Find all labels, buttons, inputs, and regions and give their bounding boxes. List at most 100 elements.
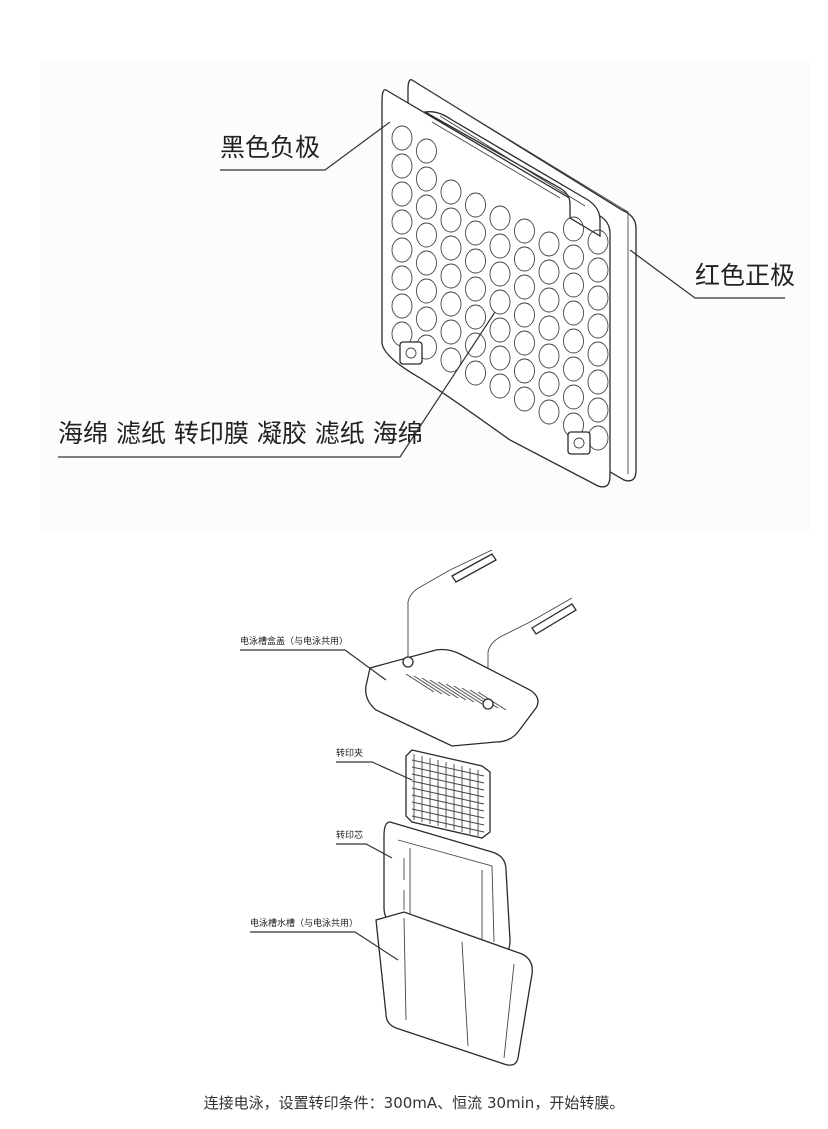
hole [489, 261, 511, 287]
negative-plate [381, 89, 611, 488]
hole [514, 218, 535, 244]
lead-left [407, 549, 493, 660]
clamp-grid-line [411, 794, 485, 812]
hole [587, 229, 609, 255]
vent-slot [437, 681, 467, 701]
clamp-grid-line [411, 766, 485, 784]
hole [514, 274, 535, 300]
hole [391, 209, 413, 235]
hole [391, 153, 413, 179]
hole [538, 399, 560, 425]
label-tank-lid: 电泳槽盒盖（与电泳共用） [240, 635, 348, 647]
hole [440, 347, 462, 373]
hole [514, 246, 535, 272]
hole [538, 287, 560, 313]
hole [538, 259, 560, 285]
plug-right [531, 603, 577, 635]
cassette-svg: 黑色负极 红色正极 海绵 滤纸 转印膜 凝胶 滤纸 海绵 [58, 79, 795, 488]
lid-vent-slots [405, 673, 507, 711]
tank-lid [365, 648, 539, 747]
hole [465, 360, 486, 386]
hole [489, 205, 511, 231]
vent-slot [413, 675, 443, 695]
transfer-clamp [405, 749, 491, 839]
clamp-grid-line [411, 787, 485, 805]
hole [391, 125, 413, 151]
lead-right [487, 597, 573, 700]
hole [563, 356, 584, 382]
hole [538, 343, 560, 369]
clamp-grid-line [411, 759, 485, 777]
ventilation-holes [391, 125, 609, 451]
hole [587, 285, 609, 311]
latch-bottom-left [399, 341, 423, 365]
clamp-grid [411, 754, 485, 836]
hole [391, 265, 413, 291]
caption: 连接电泳，设置转印条件：300mA、恒流 30min，开始转膜。 [203, 1094, 625, 1112]
vent-slot [445, 683, 475, 703]
vent-slot [405, 673, 435, 693]
hole [465, 220, 486, 246]
hole [465, 248, 486, 274]
hole [587, 313, 609, 339]
hole [587, 397, 609, 423]
hole [489, 233, 511, 259]
hole [514, 302, 535, 328]
hole [391, 293, 413, 319]
vent-slot [421, 677, 451, 697]
hole [440, 263, 462, 289]
hole [489, 289, 511, 315]
hole [416, 166, 437, 192]
leader-stack [58, 311, 496, 458]
lid-terminal-right [482, 698, 494, 710]
label-transfer-core: 转印芯 [336, 829, 363, 841]
buffer-tank [375, 911, 533, 1066]
hole [563, 384, 584, 410]
hole [440, 291, 462, 317]
clamp-grid-line [411, 815, 485, 833]
hole [563, 300, 584, 326]
hole [440, 207, 462, 233]
hole [416, 194, 437, 220]
leader-positive [629, 249, 785, 299]
label-buffer-tank: 电泳槽水槽（与电泳共用） [250, 917, 358, 929]
hole [563, 328, 584, 354]
vent-slot [453, 685, 483, 705]
hole [416, 306, 437, 332]
hole [538, 231, 560, 257]
latch-bottom-right [567, 431, 591, 455]
hole [587, 341, 609, 367]
hole [514, 386, 535, 412]
hole [563, 216, 584, 242]
clamp-grid-line [411, 801, 485, 819]
leader-core [336, 843, 393, 859]
hole [538, 315, 560, 341]
hole [489, 345, 511, 371]
hole [587, 369, 609, 395]
hole [587, 257, 609, 283]
hole [514, 330, 535, 356]
exploded-assembly-diagram: 电泳槽盒盖（与电泳共用） 转印夹 转印芯 电泳槽水槽（与电泳共用） [200, 540, 620, 1070]
assembly-svg: 电泳槽盒盖（与电泳共用） 转印夹 转印芯 电泳槽水槽（与电泳共用） [240, 549, 577, 1066]
hole [514, 358, 535, 384]
hole [465, 304, 486, 330]
hole [465, 276, 486, 302]
transfer-cassette-diagram: 黑色负极 红色正极 海绵 滤纸 转印膜 凝胶 滤纸 海绵 [40, 60, 810, 530]
leader-lid [240, 649, 387, 681]
vent-slot [429, 679, 459, 699]
plug-left [451, 553, 497, 583]
lid-terminal-left [402, 656, 414, 668]
clamp-grid-line [411, 780, 485, 798]
hole [416, 250, 437, 276]
hole [440, 179, 462, 205]
leader-negative [220, 121, 391, 171]
label-positive-electrode: 红色正极 [695, 261, 795, 290]
hole [465, 192, 486, 218]
hole [391, 237, 413, 263]
hole [489, 317, 511, 343]
label-sandwich-stack: 海绵 滤纸 转印膜 凝胶 滤纸 海绵 [58, 419, 423, 448]
clamp-grid-line [411, 808, 485, 826]
hole [391, 181, 413, 207]
hole [416, 138, 437, 164]
clamp-grid-line [411, 773, 485, 791]
